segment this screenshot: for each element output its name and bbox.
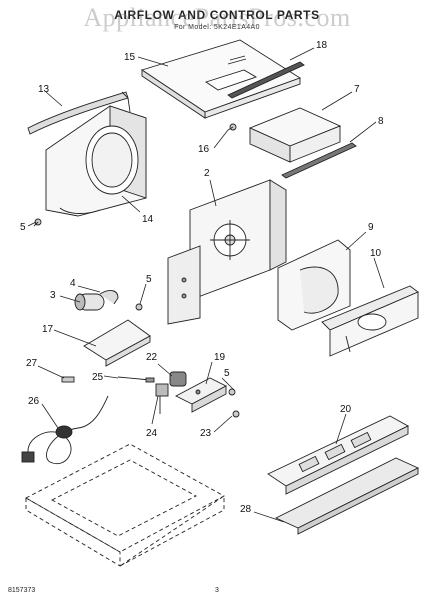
callout-9: 9	[368, 222, 374, 233]
document-number: 8157373	[8, 587, 36, 594]
part-base-pan	[25, 443, 225, 567]
callout-10: 10	[370, 248, 382, 259]
callout-15: 15	[124, 52, 136, 63]
callout-20: 20	[340, 404, 352, 415]
part-scroll-housing	[277, 239, 351, 331]
diagram-subtitle: For Model: 5K24E1A4A0	[174, 24, 260, 31]
part-power-cord	[21, 395, 109, 465]
callout-labels: 15 18 13 7 8 16 2 14 5 9 10 4 5 3 17 27 …	[20, 40, 384, 515]
callout-16: 16	[198, 144, 210, 155]
part-top-strip	[227, 61, 305, 99]
callout-17: 17	[42, 324, 54, 335]
part-filter-frame	[267, 415, 409, 495]
callout-5-left: 5	[20, 222, 26, 233]
callout-13: 13	[38, 84, 50, 95]
part-control-bracket	[83, 319, 151, 367]
diagram-title: AIRFLOW AND CONTROL PARTS	[114, 8, 320, 22]
part-rod	[281, 142, 357, 179]
callout-2: 2	[204, 168, 210, 179]
callout-5-right: 5	[224, 368, 230, 379]
page-number: 3	[215, 587, 219, 594]
part-wire-lead	[117, 376, 155, 383]
part-screw-5c	[228, 388, 236, 396]
part-air-shroud	[45, 105, 147, 217]
part-strain-relief	[61, 376, 75, 383]
part-thermostat	[155, 383, 169, 414]
leader-lines	[27, 47, 385, 523]
part-filter-pad	[274, 457, 420, 535]
part-main-bracket	[167, 179, 287, 325]
callout-23: 23	[200, 428, 212, 439]
part-switch	[169, 371, 187, 387]
part-top-bracket	[248, 107, 342, 163]
part-capacitor	[74, 293, 105, 311]
callout-3: 3	[50, 290, 56, 301]
callout-19: 19	[214, 352, 226, 363]
callout-24: 24	[146, 428, 158, 439]
callout-27: 27	[26, 358, 38, 369]
callout-8: 8	[378, 116, 384, 127]
part-control-plate	[175, 377, 227, 413]
part-seal-strip	[27, 91, 131, 135]
callout-26: 26	[28, 396, 40, 407]
part-screw-23	[232, 410, 240, 418]
watermark: AppliancePartsPros.com	[83, 3, 351, 32]
part-top-cover	[140, 39, 302, 119]
callout-5-middle: 5	[146, 274, 152, 285]
callout-18: 18	[316, 40, 328, 51]
callout-4: 4	[70, 278, 76, 289]
callout-14: 14	[142, 214, 154, 225]
callout-22: 22	[146, 352, 158, 363]
callout-28: 28	[240, 504, 252, 515]
callout-7: 7	[354, 84, 360, 95]
part-discharge-grille	[321, 285, 419, 357]
part-screw-5a	[33, 218, 42, 227]
callout-25: 25	[92, 372, 104, 383]
part-screw-5b	[135, 303, 143, 311]
part-capacitor-strap	[99, 290, 119, 305]
part-screw-16	[227, 123, 237, 131]
